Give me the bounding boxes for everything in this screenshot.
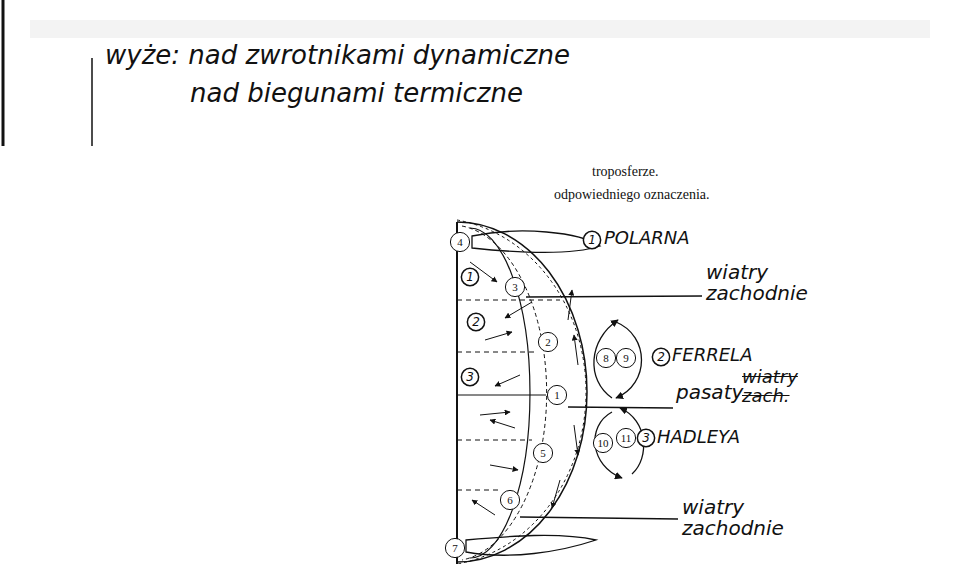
circled-number: 5: [533, 443, 553, 463]
circled-number: 2: [467, 313, 485, 331]
handwritten-note: POLARNA: [604, 229, 690, 248]
number-text: 11: [621, 433, 632, 444]
number-text: 5: [540, 448, 546, 459]
printed-text: odpowiedniego oznaczenia.: [554, 188, 710, 203]
handwritten-note: wiatry zach.: [742, 368, 822, 406]
circled-number: 9: [616, 348, 636, 368]
circled-number: 4: [450, 232, 470, 252]
circled-number: 3: [637, 429, 655, 447]
number-text: 2: [545, 337, 551, 348]
circled-number: 10: [593, 433, 613, 453]
handwritten-note: pasaty: [676, 382, 743, 403]
circled-number: 1: [547, 385, 567, 405]
number-text: 1: [554, 390, 560, 401]
circled-number: 2: [652, 348, 670, 366]
handwritten-note: wiatry zachodnie: [682, 497, 832, 539]
number-text: 4: [457, 237, 463, 248]
handwritten-note: wyże: nad zwrotnikami dynamiczne: [105, 42, 570, 69]
number-text: 1: [466, 271, 474, 283]
number-text: 3: [642, 432, 650, 444]
number-text: 7: [452, 543, 458, 554]
number-text: 2: [472, 316, 480, 328]
circled-number: 6: [500, 490, 520, 510]
circled-number: 3: [461, 368, 479, 386]
number-text: 10: [598, 438, 609, 449]
number-text: 3: [466, 371, 474, 383]
number-text: 1: [588, 234, 596, 246]
number-text: 2: [657, 351, 665, 363]
circled-number: 1: [461, 268, 479, 286]
number-text: 9: [623, 353, 629, 364]
handwritten-note: FERRELA: [672, 346, 752, 365]
circled-number: 8: [596, 348, 616, 368]
handwritten-note: HADLEYA: [657, 428, 740, 447]
circled-number: 3: [505, 277, 525, 297]
handwritten-note: nad biegunami termiczne: [190, 80, 523, 107]
circled-number: 1: [583, 231, 601, 249]
number-text: 6: [507, 495, 513, 506]
circled-number: 7: [445, 538, 465, 558]
number-text: 8: [603, 353, 609, 364]
handwritten-note: wiatry zachodnie: [706, 262, 826, 304]
circled-number: 11: [616, 428, 636, 448]
printed-text: troposferze.: [592, 165, 658, 180]
number-text: 3: [512, 282, 518, 293]
circled-number: 2: [538, 332, 558, 352]
